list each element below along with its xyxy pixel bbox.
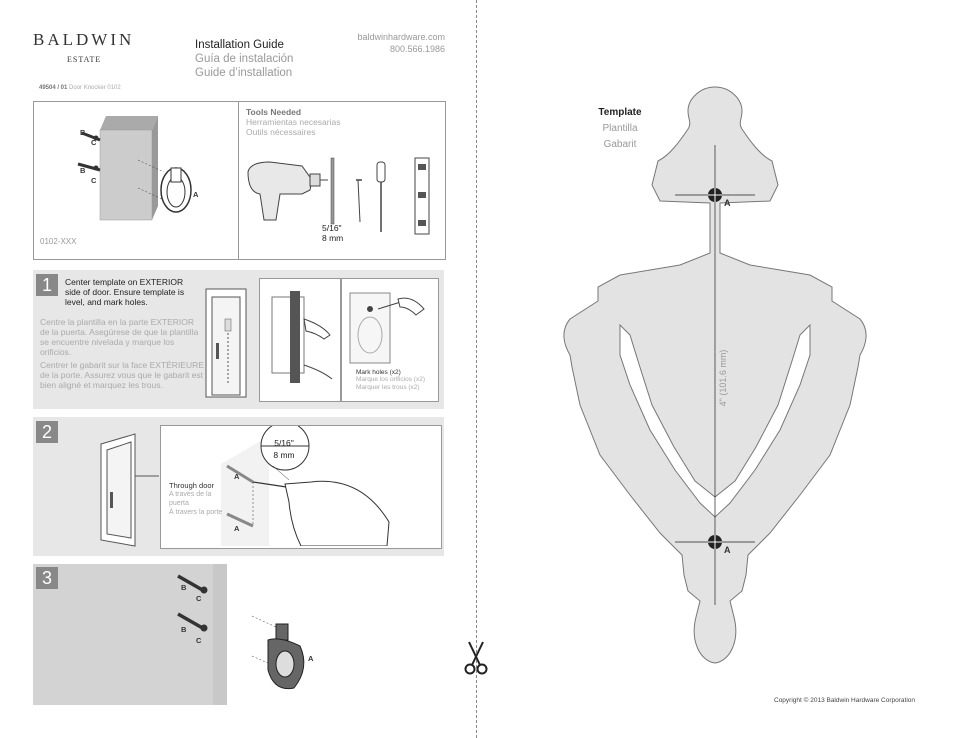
template-title-fr: Gabarit	[603, 139, 637, 150]
doc-code: 49504 / 01 Door Knocker 0102	[39, 85, 121, 91]
step3-label-c1: C	[196, 594, 202, 603]
template-title: Template Plantilla Gabarit	[590, 105, 650, 153]
copyright: Copyright © 2013 Baldwin Hardware Corpor…	[774, 697, 916, 704]
through-door-fr: À travers la porte	[169, 509, 223, 516]
through-door-text: Through door A través de la puerta À tra…	[169, 481, 227, 517]
brand-logo: BALDWIN	[33, 30, 135, 49]
mark-holes-text: Mark holes (x2) Marque los orificios (x2…	[356, 369, 425, 392]
overview-label-c2: C	[91, 176, 97, 185]
through-door-es: A través de la puerta	[169, 491, 212, 507]
level-template-illustration	[271, 291, 333, 383]
overview-box	[33, 101, 446, 260]
cut-line	[476, 0, 477, 738]
step3-label-b1: B	[181, 583, 187, 592]
step3-label-b2: B	[181, 625, 187, 634]
brand-sub: ESTATE	[67, 55, 102, 64]
scissors-icon	[464, 641, 488, 675]
step3-label-c2: C	[196, 636, 202, 645]
template-label-a2: A	[724, 545, 731, 555]
guide-title: Installation Guide Guía de instalación G…	[195, 38, 293, 80]
step1-text-en: Center template on EXTERIOR side of door…	[65, 277, 185, 307]
template-title-en: Template	[598, 107, 642, 118]
step2-bit-in: 5/16"	[274, 438, 294, 448]
step3-label-a: A	[308, 654, 314, 663]
step2-number: 2	[36, 421, 58, 443]
template-title-es: Plantilla	[602, 123, 638, 134]
guide-title-en: Installation Guide	[195, 39, 284, 51]
tools-title-fr: Outils nécessaires	[246, 127, 316, 137]
overview-label-c1: C	[91, 138, 97, 147]
step2-bit-size: 5/16" 8 mm	[264, 437, 304, 461]
step3-number: 3	[36, 567, 58, 589]
step2-door-illustration	[100, 433, 159, 547]
tools-title-en: Tools Needed	[246, 107, 302, 117]
bit-size-in: 5/16"	[322, 223, 342, 233]
step3-illustration	[177, 574, 305, 690]
mark-holes-fr: Marquer les trous (x2)	[356, 384, 420, 391]
website-link[interactable]: baldwinhardware.com	[357, 32, 445, 42]
step1-text-es: Centre la plantilla en la parte EXTERIOR…	[40, 317, 199, 357]
knocker-template-outline	[563, 86, 867, 664]
mark-holes-en: Mark holes (x2)	[356, 369, 401, 376]
step1-number: 1	[36, 274, 58, 296]
model-number: 0102-XXX	[40, 237, 77, 246]
tools-illustration	[247, 157, 430, 235]
tools-title: Tools Needed Herramientas necesarias Out…	[246, 107, 340, 137]
mark-holes-illustration	[349, 292, 425, 364]
overview-illustration	[77, 116, 192, 221]
overview-label-a: A	[193, 190, 199, 199]
overview-label-b1: B	[80, 128, 86, 137]
overview-label-b2: B	[80, 166, 86, 175]
phone-number: 800.566.1986	[389, 44, 445, 54]
drill-illustration	[221, 426, 390, 546]
guide-title-es: Guía de instalación	[195, 53, 294, 65]
step2-bit-mm: 8 mm	[273, 450, 295, 460]
tools-title-es: Herramientas necesarias	[246, 117, 341, 127]
mark-holes-es: Marque los orificios (x2)	[356, 376, 425, 383]
guide-title-fr: Guide d’installation	[195, 67, 293, 79]
step2-label-a2: A	[234, 524, 240, 533]
template-dimension: 4" (101.6 mm)	[718, 349, 728, 407]
bit-size-mm: 8 mm	[322, 233, 344, 243]
step2-label-a1: A	[234, 472, 240, 481]
contact-info: baldwinhardware.com 800.566.1986	[330, 31, 445, 55]
step3-panel	[33, 564, 444, 705]
through-door-en: Through door	[169, 481, 215, 490]
bit-size: 5/16" 8 mm	[322, 223, 343, 243]
template-label-a1: A	[724, 198, 731, 208]
step1-text-fr: Centrer le gabarit sur la face EXTÉRIEUR…	[40, 360, 204, 390]
step1-door-illustration	[205, 288, 247, 398]
